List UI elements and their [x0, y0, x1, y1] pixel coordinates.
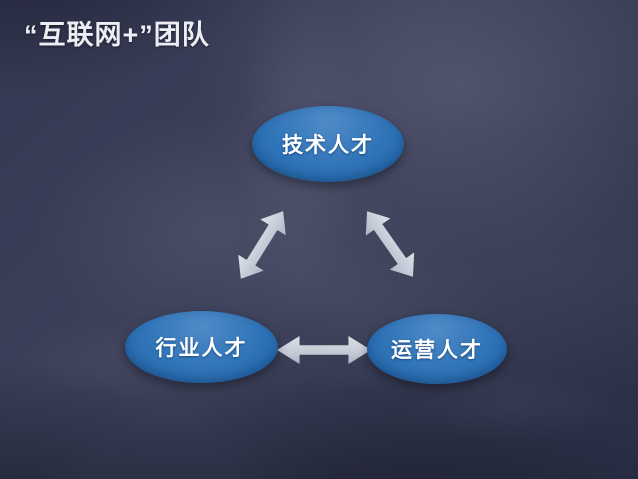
node-industry-ellipse: 行业人才 — [125, 311, 278, 383]
node-operations-label: 运营人才 — [391, 339, 483, 362]
double-arrow-industry-operations — [277, 336, 371, 364]
node-industry-label: 行业人才 — [155, 337, 248, 360]
node-tech-label: 技术人才 — [282, 134, 374, 157]
slide-title: “互联网+”团队 — [24, 20, 210, 50]
double-arrow-tech-operations — [355, 203, 425, 286]
node-tech-ellipse: 技术人才 — [252, 106, 404, 182]
node-operations-ellipse: 运营人才 — [367, 314, 507, 384]
double-arrow-industry-tech — [228, 203, 296, 287]
